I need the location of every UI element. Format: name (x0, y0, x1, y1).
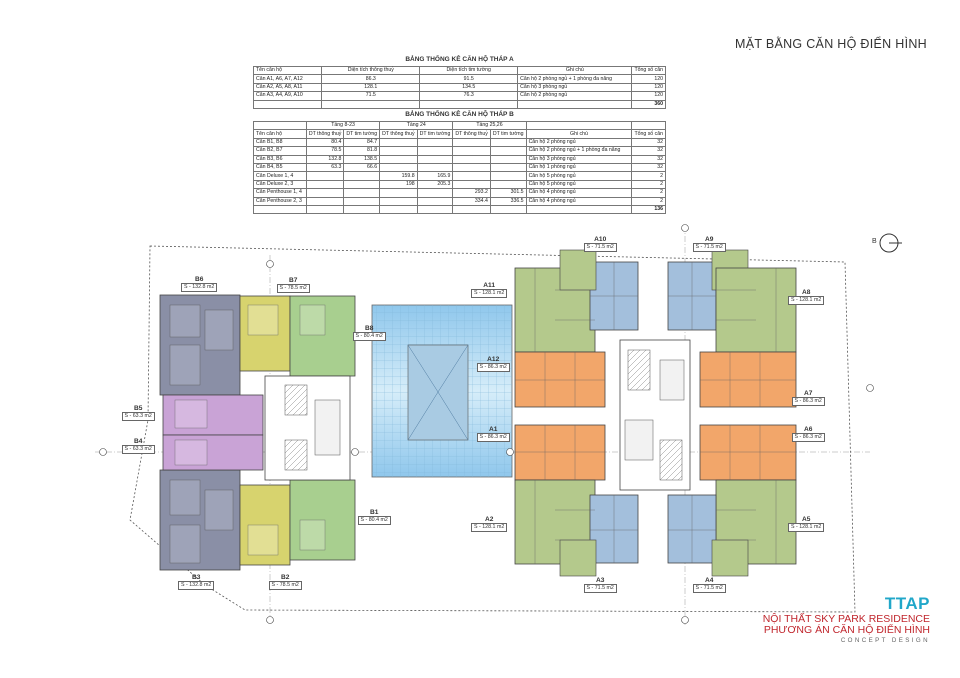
tower-a-lift (659, 359, 685, 401)
table-b-header-row: Tên căn hộ DT thông thuỷ DT tim tường DT… (253, 129, 666, 139)
table-total: 360 (631, 99, 666, 109)
unit-a10-green (559, 249, 597, 291)
unit-a3-green (559, 539, 597, 577)
unit-b1-room (299, 519, 326, 551)
tower-b-stair (284, 439, 308, 471)
unit-b5-room (174, 399, 208, 429)
tower-a-stair (659, 439, 683, 481)
tower-a-rooms (515, 262, 796, 564)
unit-b6-room (204, 309, 234, 351)
site-boundary (129, 245, 856, 613)
unit-a1 (514, 424, 606, 481)
tower-a-stair (627, 349, 651, 391)
unit-b6-room (169, 344, 201, 386)
table-b: Tầng 8-23 Tầng 24 Tầng 25,26 Tên căn hộ … (253, 120, 666, 215)
logo-line-1: NỘI THẤT SKY PARK RESIDENCE (762, 613, 930, 625)
unit-a7 (699, 351, 797, 408)
logo-line-2: PHƯƠNG ÁN CĂN HỘ ĐIỂN HÌNH (763, 624, 930, 636)
table-a-caption: BẢNG THỐNG KÊ CĂN HỘ THÁP A (405, 56, 514, 63)
unit-b6-room (169, 304, 201, 338)
tower-b-lift (314, 399, 341, 456)
table-total-row: 136 (253, 204, 666, 215)
section-marker-label: B (872, 238, 877, 245)
table-total-row: 360 (252, 99, 666, 109)
table-b-caption: BẢNG THỐNG KÊ CĂN HỘ THÁP B (405, 111, 514, 118)
unit-a8 (715, 267, 797, 353)
unit-a6 (699, 424, 797, 481)
brand-name: TTAP (884, 594, 930, 613)
unit-b8-room (299, 304, 326, 336)
section-arrow-icons (99, 224, 874, 624)
unit-b7-room (247, 304, 279, 336)
unit-b3-room (169, 479, 201, 516)
unit-b2-room (247, 524, 279, 556)
table-total: 136 (631, 204, 666, 215)
table-row: Căn A2, A5, A8, A11 128.1 134.5 Căn hộ 3… (252, 82, 666, 93)
unit-b4-room (174, 439, 208, 466)
pool-canopy-ridge (407, 344, 469, 441)
unit-a4-green (711, 539, 749, 577)
page-title: MẶT BẰNG CĂN HỘ ĐIỂN HÌNH (735, 37, 928, 51)
brand-logo: TTAP NỘI THẤT SKY PARK RESIDENCE PHƯƠNG … (763, 594, 930, 645)
logo-line-3: CONCEPT DESIGN (840, 637, 930, 644)
tower-b-stair (284, 384, 308, 416)
unit-b3-room (204, 489, 234, 531)
unit-b3-room (169, 524, 201, 564)
tower-a-lift (624, 419, 654, 461)
table-a: Tên căn hộ Diện tích thông thuỷ Diện tíc… (252, 65, 666, 109)
unit-a12 (514, 351, 606, 408)
